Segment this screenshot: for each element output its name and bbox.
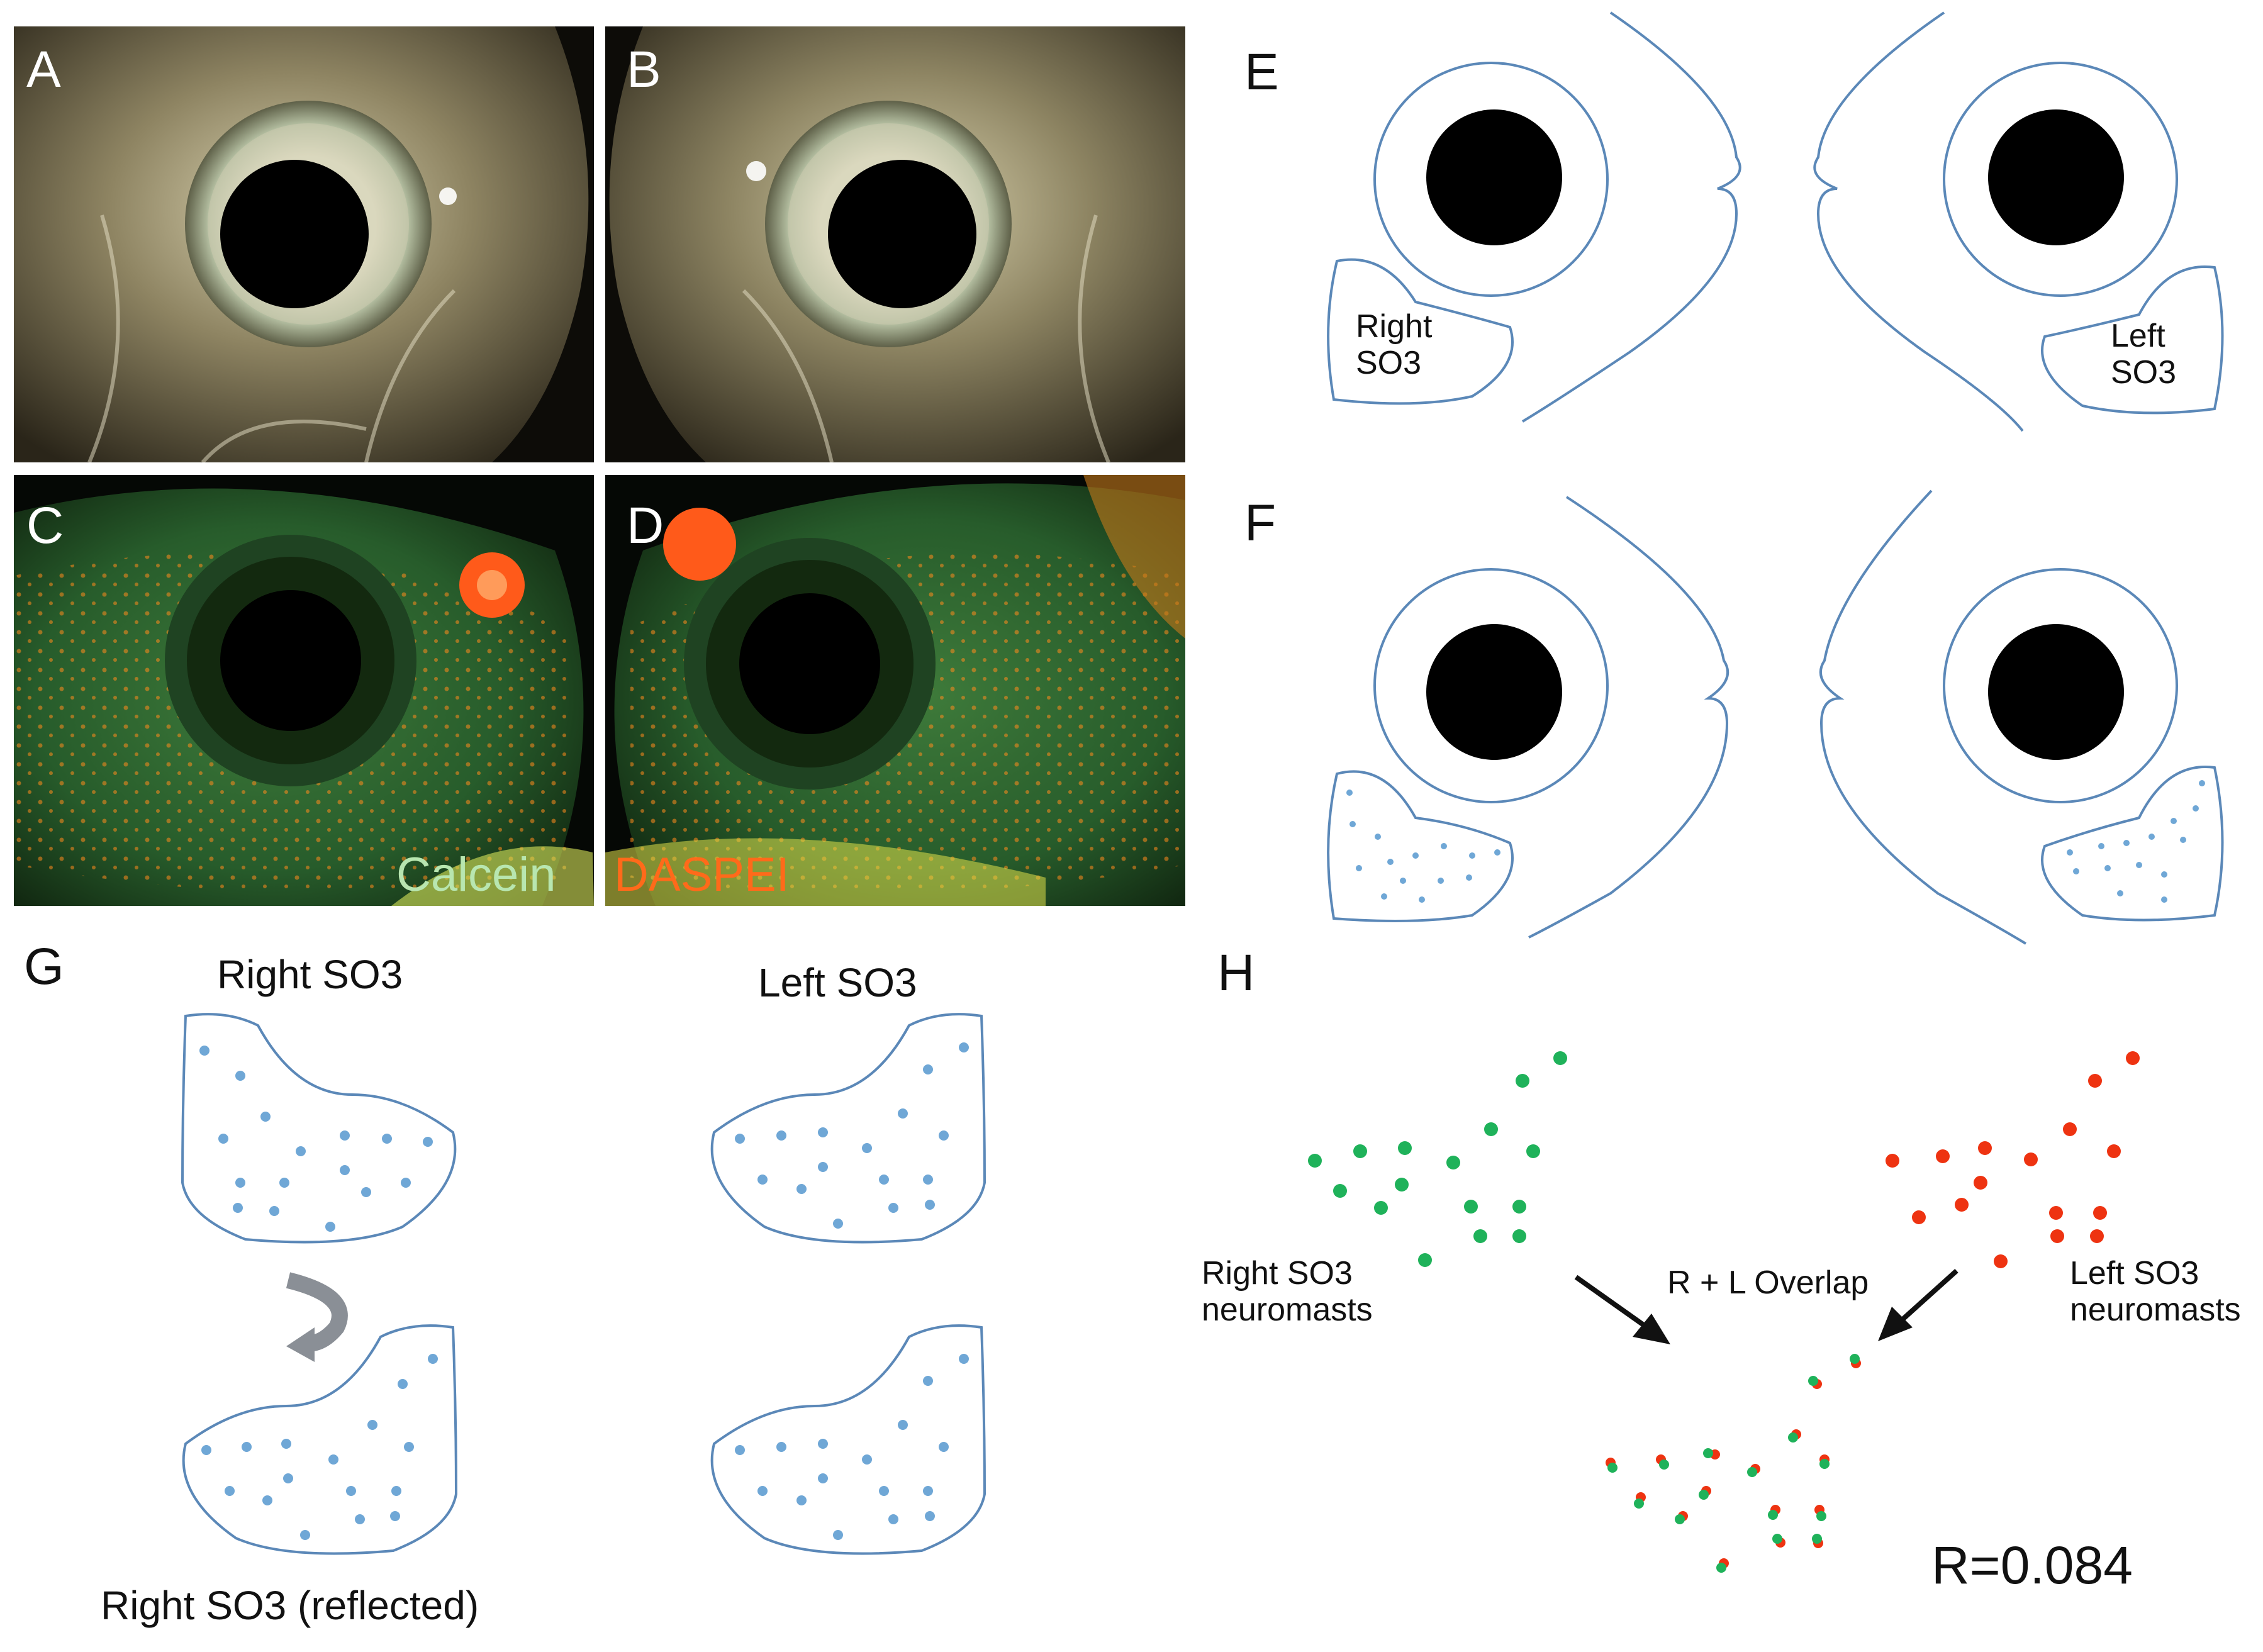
pupil-e-left: [1988, 109, 2124, 245]
eye-photo-fluorescent-right: [14, 475, 594, 906]
eye-photo-brightfield-left: [605, 26, 1185, 462]
daspei-label: DASPEI: [614, 848, 790, 901]
so3-patch-g-left: [710, 1013, 986, 1244]
so3-patch-g-reflected: [182, 1324, 458, 1555]
so3-patch-g-right: [181, 1013, 457, 1244]
h-overlap-label: R + L Overlap: [1667, 1264, 1869, 1301]
so3-patch-g-left-copy: [710, 1324, 986, 1555]
panel-letter-a: A: [26, 41, 61, 98]
overlap-neuromasts: [1606, 1354, 1861, 1573]
g-left-so3-title: Left SO3: [758, 960, 917, 1005]
eye-photo-brightfield-right: [14, 26, 594, 462]
neuromast-dots-g: [199, 1042, 969, 1540]
photo-panel-d: D DASPEI: [605, 475, 1185, 906]
right-so3-neuromasts: [1308, 1051, 1567, 1267]
e-left-so3-label: Left SO3: [2111, 318, 2177, 391]
eye-photo-fluorescent-left: [605, 475, 1185, 906]
head-outline-e-right: [1327, 11, 1741, 423]
h-r-value: R=0.084: [1931, 1536, 2133, 1595]
panel-letter-h: H: [1217, 944, 1255, 1002]
h-right-so3-label: Right SO3 neuromasts: [1202, 1255, 1373, 1329]
reflect-arrow: [286, 1272, 348, 1362]
head-outline-f-right: [1327, 496, 1729, 939]
photo-panel-a: A: [14, 26, 594, 462]
left-so3-neuromasts: [1886, 1051, 2140, 1268]
head-outline-e-left: [1813, 11, 2224, 432]
pupil-f-right: [1426, 624, 1562, 760]
g-reflected-caption: Right SO3 (reflected): [101, 1583, 479, 1628]
pupil-e-right: [1426, 109, 1562, 245]
panel-letter-g: G: [24, 938, 64, 995]
neuromast-dots-f: [1346, 780, 2205, 903]
photo-panel-c: C Calcein: [14, 475, 594, 906]
g-right-so3-title: Right SO3: [217, 952, 403, 997]
panel-letter-b: B: [627, 41, 661, 98]
overlap-arrows: [1574, 1269, 1958, 1344]
panel-letter-d: D: [627, 497, 664, 554]
pupil-f-left: [1988, 624, 2124, 760]
panel-letter-e: E: [1244, 43, 1279, 101]
h-left-so3-label: Left SO3 neuromasts: [2070, 1255, 2241, 1329]
panel-letter-f: F: [1244, 494, 1277, 552]
photo-panel-b: B: [605, 26, 1185, 462]
head-outline-f-left: [1819, 489, 2224, 945]
panel-letter-c: C: [26, 497, 64, 554]
e-right-so3-label: Right SO3: [1356, 308, 1433, 382]
calcein-label: Calcein: [396, 848, 556, 901]
